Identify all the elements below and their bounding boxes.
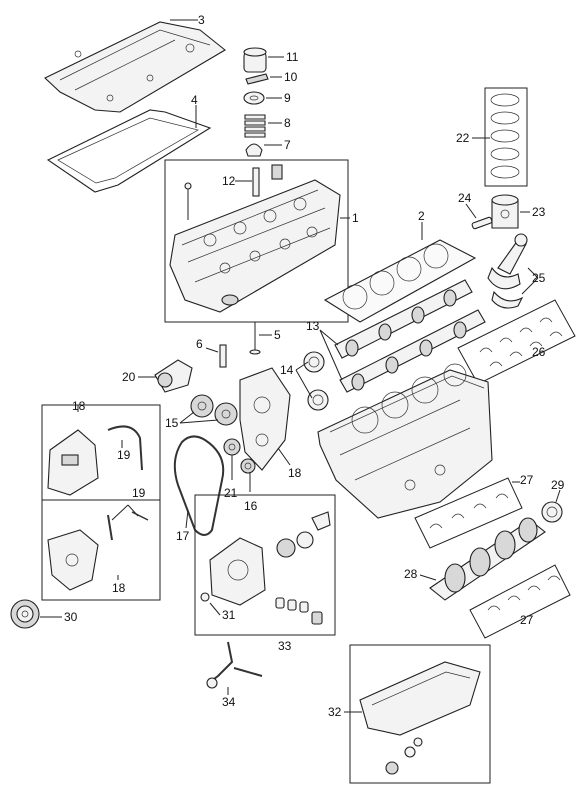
callout-4: 4 bbox=[191, 93, 198, 107]
cylinder-head-box bbox=[164, 159, 349, 323]
main-bearings-lower[interactable] bbox=[487, 575, 561, 611]
belt-tensioner[interactable] bbox=[154, 359, 193, 393]
head-bolt[interactable] bbox=[184, 182, 192, 220]
callout-19-lower: 19 bbox=[132, 486, 146, 500]
oil-pump[interactable] bbox=[200, 511, 331, 606]
callout-5: 5 bbox=[274, 328, 281, 342]
callout-32: 32 bbox=[328, 705, 342, 719]
rear-main-seal[interactable] bbox=[541, 501, 563, 523]
callout-20: 20 bbox=[122, 370, 136, 384]
crank-sprocket[interactable] bbox=[240, 458, 256, 474]
callout-1: 1 bbox=[352, 211, 359, 225]
intake-camshaft[interactable] bbox=[334, 279, 473, 359]
valve[interactable] bbox=[249, 322, 261, 355]
piston-ring-box bbox=[484, 87, 528, 187]
oil-pump-box bbox=[194, 494, 336, 636]
callout-29: 29 bbox=[551, 478, 565, 492]
valve-stem-seal[interactable] bbox=[245, 143, 263, 157]
crankshaft-pulley[interactable] bbox=[10, 599, 40, 629]
lower-timing-cover-box bbox=[41, 499, 161, 601]
camshaft-seal[interactable] bbox=[303, 351, 329, 411]
callout-26: 26 bbox=[532, 345, 546, 359]
callout-27-lower: 27 bbox=[520, 613, 534, 627]
dowel-pin[interactable] bbox=[219, 344, 227, 368]
callout-34: 34 bbox=[222, 695, 236, 709]
callout-14: 14 bbox=[280, 363, 294, 377]
callout-19-upper: 19 bbox=[117, 448, 131, 462]
exhaust-camshaft[interactable] bbox=[339, 309, 486, 393]
callout-16: 16 bbox=[244, 499, 258, 513]
valve-guide[interactable] bbox=[252, 164, 283, 197]
valve-lifter[interactable] bbox=[243, 47, 267, 73]
main-bearings-box-upper bbox=[414, 477, 523, 549]
rear-timing-cover[interactable] bbox=[239, 367, 291, 471]
piston[interactable] bbox=[491, 194, 519, 229]
cylinder-head[interactable] bbox=[169, 179, 341, 313]
valve-cover[interactable] bbox=[44, 21, 226, 113]
callout-18-right: 18 bbox=[288, 466, 302, 480]
callout-2: 2 bbox=[418, 209, 425, 223]
callout-31: 31 bbox=[222, 608, 236, 622]
timing-cover-gasket-upper[interactable] bbox=[107, 425, 143, 471]
callout-8: 8 bbox=[284, 116, 291, 130]
oil-pickup-tube[interactable] bbox=[206, 641, 263, 689]
callout-27-upper: 27 bbox=[520, 473, 534, 487]
oil-pump-relief-valve[interactable] bbox=[275, 597, 323, 625]
connecting-rod[interactable] bbox=[487, 233, 528, 309]
callout-23: 23 bbox=[532, 205, 546, 219]
valve-cover-gasket[interactable] bbox=[46, 109, 212, 193]
head-gasket[interactable] bbox=[323, 239, 477, 323]
upper-timing-cover[interactable] bbox=[47, 429, 99, 496]
idler-pulley[interactable] bbox=[223, 438, 241, 456]
valve-spring-retainer[interactable] bbox=[243, 91, 265, 105]
callout-17: 17 bbox=[176, 529, 190, 543]
callout-7: 7 bbox=[284, 138, 291, 152]
rod-bearings[interactable] bbox=[479, 317, 563, 367]
callout-13: 13 bbox=[306, 319, 320, 333]
drain-plug[interactable] bbox=[385, 737, 423, 775]
callout-22: 22 bbox=[456, 131, 470, 145]
callout-24: 24 bbox=[458, 191, 472, 205]
lower-timing-cover[interactable] bbox=[47, 529, 99, 591]
callout-18-lower: 18 bbox=[112, 581, 126, 595]
callout-9: 9 bbox=[284, 91, 291, 105]
callout-18-upper: 18 bbox=[72, 399, 86, 413]
callout-6: 6 bbox=[196, 337, 203, 351]
cam-sprockets[interactable] bbox=[190, 394, 238, 426]
callout-15: 15 bbox=[165, 416, 179, 430]
valve-keeper[interactable] bbox=[245, 73, 269, 85]
callout-11: 11 bbox=[286, 50, 299, 64]
timing-cover-gasket-lower[interactable] bbox=[107, 511, 149, 541]
main-bearings-box-lower bbox=[469, 564, 571, 639]
callout-21: 21 bbox=[224, 486, 238, 500]
callout-33: 33 bbox=[278, 639, 292, 653]
callout-10: 10 bbox=[284, 70, 298, 84]
valve-spring[interactable] bbox=[244, 114, 266, 138]
callout-25: 25 bbox=[532, 271, 546, 285]
oil-pan[interactable] bbox=[359, 661, 481, 736]
callout-12: 12 bbox=[222, 174, 236, 188]
callout-30: 30 bbox=[64, 610, 78, 624]
oil-pan-box bbox=[349, 644, 491, 784]
main-bearings-upper[interactable] bbox=[429, 493, 509, 529]
timing-belt[interactable] bbox=[173, 435, 225, 536]
callout-28: 28 bbox=[404, 567, 418, 581]
rod-bearings-box bbox=[457, 299, 576, 385]
crankshaft[interactable] bbox=[429, 517, 546, 601]
callout-3: 3 bbox=[198, 13, 205, 27]
piston-pin[interactable] bbox=[471, 216, 493, 230]
engine-block[interactable] bbox=[317, 363, 493, 519]
piston-rings[interactable] bbox=[490, 93, 520, 179]
